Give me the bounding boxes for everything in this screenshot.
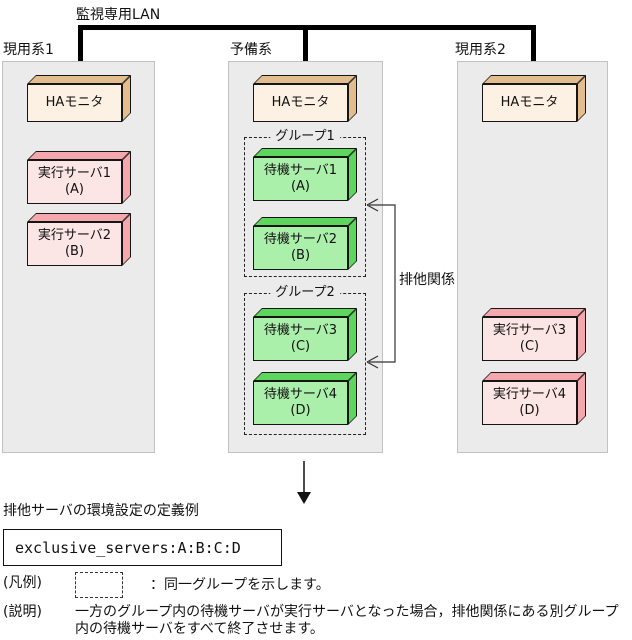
legend-label: (凡例)	[3, 575, 42, 591]
note-label: (説明)	[3, 604, 42, 620]
column-label-active2: 現用系2	[455, 42, 506, 58]
box-top-face	[253, 217, 357, 226]
lan-drop-active2	[531, 25, 536, 62]
box-top-face	[253, 75, 357, 84]
box-front-face: HAモニタ	[253, 84, 348, 122]
ha-monitor-label: HAモニタ	[500, 95, 559, 110]
legend-text: ：同一グループを示します。	[150, 577, 330, 593]
box-front-face: HAモニタ	[27, 84, 122, 122]
ha-monitor-standby: HAモニタ	[253, 75, 357, 122]
server-name: 実行サーバ3	[492, 323, 567, 338]
box-front-face: HAモニタ	[482, 84, 577, 122]
box-side-face	[348, 217, 357, 270]
group1-frame: グループ1	[244, 129, 366, 277]
box-top-face	[27, 75, 131, 84]
box-front-face: 待機サーバ1 (A)	[253, 157, 348, 201]
ha-monitor-active2: HAモニタ	[482, 75, 586, 122]
server-name: 実行サーバ4	[492, 387, 567, 402]
standby-server2-box: 待機サーバ2 (B)	[253, 217, 357, 270]
box-side-face	[577, 372, 586, 425]
server-id: (C)	[519, 339, 540, 354]
group1-label: グループ1	[270, 129, 340, 145]
box-front-face: 実行サーバ2 (B)	[27, 222, 122, 266]
box-side-face	[577, 75, 586, 122]
ha-monitor-label: HAモニタ	[45, 95, 104, 110]
box-side-face	[348, 308, 357, 361]
box-top-face	[482, 308, 586, 317]
definition-code: exclusive_servers:A:B:C:D	[15, 538, 241, 557]
ha-monitor-active1: HAモニタ	[27, 75, 131, 122]
box-top-face	[482, 75, 586, 84]
box-side-face	[577, 308, 586, 361]
box-top-face	[27, 213, 131, 222]
exec-server4-box: 実行サーバ4 (D)	[482, 372, 586, 425]
standby-server4-box: 待機サーバ4 (D)	[253, 372, 357, 425]
box-front-face: 実行サーバ4 (D)	[482, 381, 577, 425]
server-id: (B)	[290, 248, 311, 263]
box-top-face	[253, 148, 357, 157]
lan-label: 監視専用LAN	[76, 7, 161, 23]
box-front-face: 待機サーバ2 (B)	[253, 226, 348, 270]
lan-drop-active1	[78, 25, 83, 62]
box-side-face	[348, 148, 357, 201]
box-side-face	[348, 75, 357, 122]
column-label-standby: 予備系	[230, 42, 272, 58]
box-top-face	[27, 151, 131, 160]
standby-server3-box: 待機サーバ3 (C)	[253, 308, 357, 361]
box-side-face	[122, 213, 131, 266]
box-front-face: 実行サーバ1 (A)	[27, 160, 122, 204]
definition-title: 排他サーバの環境設定の定義例	[3, 503, 199, 519]
server-name: 待機サーバ2	[263, 232, 338, 247]
definition-code-box: exclusive_servers:A:B:C:D	[3, 529, 282, 566]
box-side-face	[348, 372, 357, 425]
server-name: 待機サーバ1	[263, 163, 338, 178]
server-id: (C)	[290, 339, 311, 354]
exec-server1-box: 実行サーバ1 (A)	[27, 151, 131, 204]
server-name: 実行サーバ1	[37, 166, 112, 181]
exec-server3-box: 実行サーバ3 (C)	[482, 308, 586, 361]
server-name: 待機サーバ3	[263, 323, 338, 338]
box-top-face	[482, 372, 586, 381]
group2-label: グループ2	[270, 285, 340, 301]
box-front-face: 待機サーバ4 (D)	[253, 381, 348, 425]
server-id: (A)	[64, 182, 85, 197]
note-line1: 一方のグループ内の待機サーバが実行サーバとなった場合，排他関係にある別グループ	[75, 604, 619, 620]
exec-server2-box: 実行サーバ2 (B)	[27, 213, 131, 266]
box-front-face: 待機サーバ3 (C)	[253, 317, 348, 361]
server-id: (D)	[290, 403, 311, 418]
column-label-active1: 現用系1	[3, 42, 54, 58]
box-side-face	[122, 151, 131, 204]
server-name: 実行サーバ2	[37, 228, 112, 243]
box-front-face: 実行サーバ3 (C)	[482, 317, 577, 361]
note-line2: 内の待機サーバをすべて終了させます。	[75, 621, 324, 637]
lan-drop-standby	[303, 25, 308, 62]
ha-monitor-label: HAモニタ	[271, 95, 330, 110]
box-top-face	[253, 308, 357, 317]
exclusion-relation-label: 排他関係	[399, 272, 455, 288]
server-id: (A)	[290, 179, 311, 194]
server-id: (B)	[64, 244, 85, 259]
definition-arrowhead-icon	[297, 492, 311, 504]
server-name: 待機サーバ4	[263, 387, 338, 402]
legend-group-swatch-icon	[75, 572, 123, 598]
standby-server1-box: 待機サーバ1 (A)	[253, 148, 357, 201]
box-side-face	[122, 75, 131, 122]
group2-frame: グループ2	[244, 285, 366, 435]
box-top-face	[253, 372, 357, 381]
server-id: (D)	[519, 403, 540, 418]
